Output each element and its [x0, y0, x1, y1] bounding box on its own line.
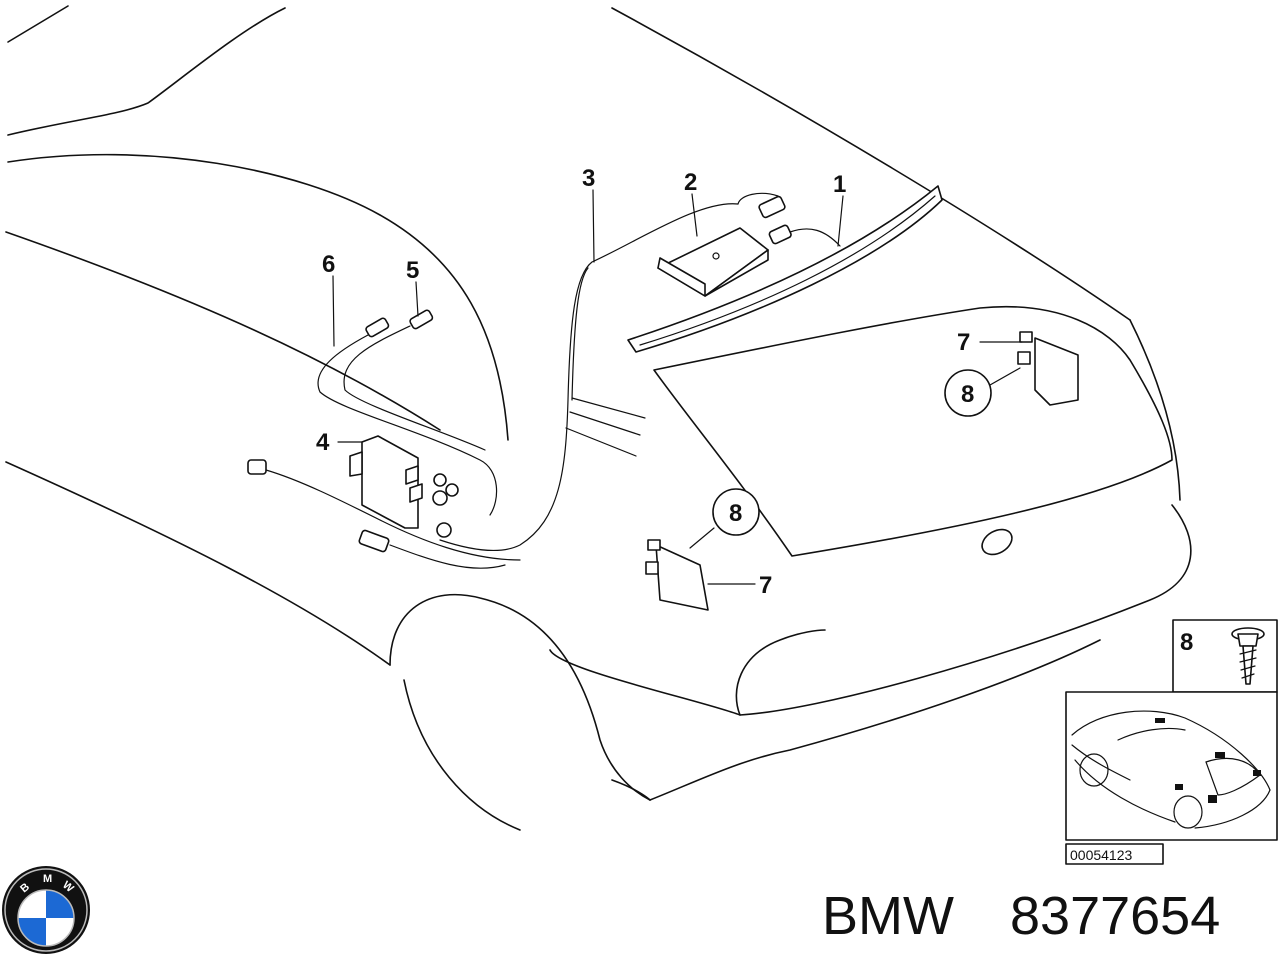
caption-part-number: 8377654: [1010, 886, 1220, 946]
detail-callout-8: 8: [1180, 629, 1193, 656]
antenna-strip-part-1: [627, 185, 943, 353]
callout-8-left-circle: [712, 488, 760, 536]
screw-icon: [1231, 627, 1265, 685]
bmw-logo: B M W: [2, 866, 90, 954]
relay-part-7-left: [645, 539, 709, 611]
drawing-number-box: 00054123: [1065, 843, 1164, 865]
callout-labels: 1 2 3 6 5 4 7 8 8 7: [316, 165, 992, 599]
part-caption: BMW 8377654: [822, 886, 1220, 946]
drawing-number: 00054123: [1070, 847, 1133, 863]
callout-8-left: 8: [729, 500, 742, 527]
wiring-harness-part-3: [439, 203, 739, 552]
callout-5: 5: [406, 257, 419, 284]
detail-box-location-thumbnail: [1065, 691, 1278, 841]
car-body-outline: [5, 5, 1192, 831]
svg-text:M: M: [43, 873, 52, 885]
detail-box-screw: 8: [1172, 619, 1278, 693]
cables-part-5-6: [317, 309, 498, 516]
amplifier-part-2: [657, 192, 841, 297]
callout-7-left: 7: [759, 572, 772, 599]
relay-part-7-top: [1017, 331, 1079, 406]
callout-7-top: 7: [957, 329, 970, 356]
callout-1: 1: [833, 171, 846, 198]
car-thumbnail-icon: [1071, 710, 1271, 829]
callout-6: 6: [322, 251, 335, 278]
caption-brand: BMW: [822, 886, 954, 946]
callout-8-top-circle: [944, 369, 992, 417]
leader-lines: [332, 189, 1023, 585]
callout-3: 3: [582, 165, 595, 192]
callout-2: 2: [684, 169, 697, 196]
callout-8-top: 8: [961, 381, 974, 408]
control-unit-part-4: [247, 435, 521, 569]
callout-4: 4: [316, 429, 330, 456]
